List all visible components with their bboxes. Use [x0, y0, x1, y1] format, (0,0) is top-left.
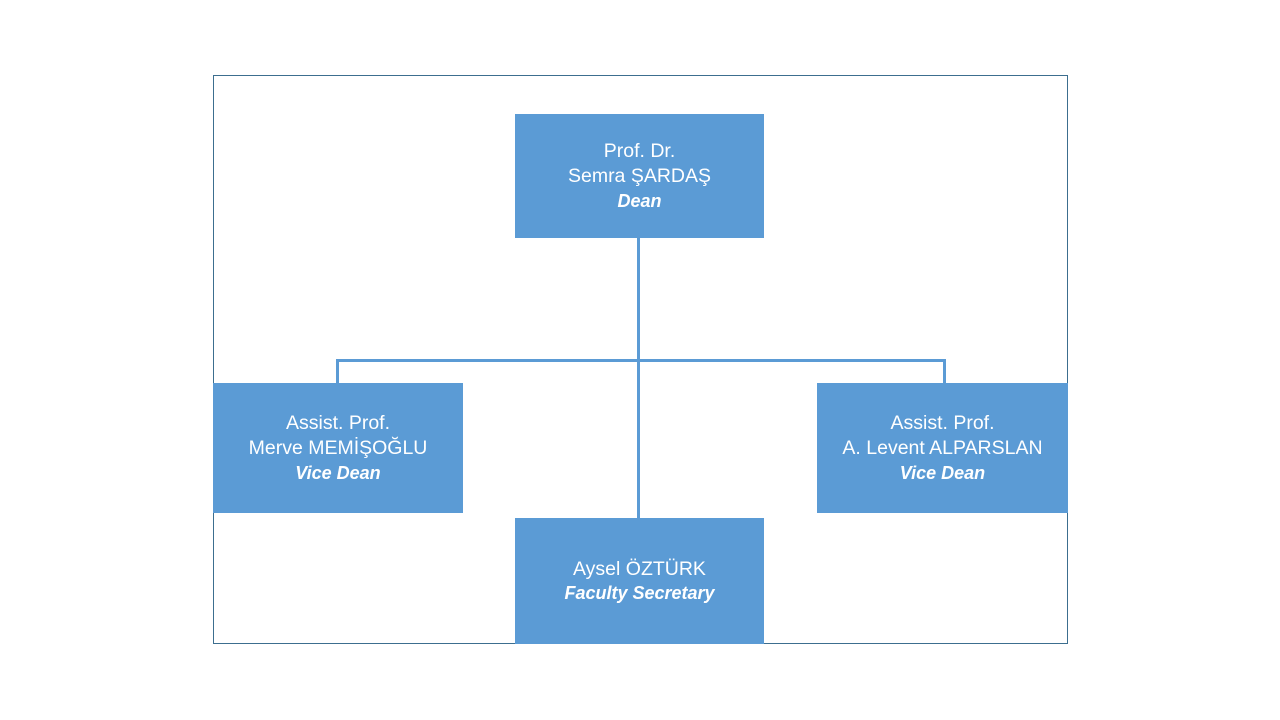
dean-title-prefix: Prof. Dr. [603, 139, 676, 162]
dean-name: Semra ŞARDAŞ [567, 165, 712, 188]
vice-dean-left-name: Merve MEMİŞOĞLU [248, 437, 428, 460]
org-node-vice-dean-right[interactable]: Assist. Prof. A. Levent ALPARSLAN Vice D… [817, 383, 1068, 513]
vice-dean-left-role: Vice Dean [295, 462, 381, 483]
connector-horizontal-bar [336, 359, 946, 362]
org-node-faculty-secretary[interactable]: Aysel ÖZTÜRK Faculty Secretary [515, 518, 764, 644]
org-node-dean[interactable]: Prof. Dr. Semra ŞARDAŞ Dean [515, 114, 764, 238]
vice-dean-left-title-prefix: Assist. Prof. [285, 411, 391, 434]
vice-dean-right-name: A. Levent ALPARSLAN [842, 437, 1043, 460]
connector-to-vice-dean-left [336, 359, 339, 385]
connector-to-faculty-secretary [637, 359, 640, 519]
connector-dean-to-junction [637, 238, 640, 362]
vice-dean-right-role: Vice Dean [899, 462, 986, 483]
dean-role: Dean [617, 190, 662, 211]
connector-to-vice-dean-right [943, 359, 946, 385]
faculty-secretary-name: Aysel ÖZTÜRK [573, 557, 706, 580]
faculty-secretary-role: Faculty Secretary [564, 582, 715, 603]
org-node-vice-dean-left[interactable]: Assist. Prof. Merve MEMİŞOĞLU Vice Dean [213, 383, 463, 513]
vice-dean-right-title-prefix: Assist. Prof. [890, 411, 995, 434]
